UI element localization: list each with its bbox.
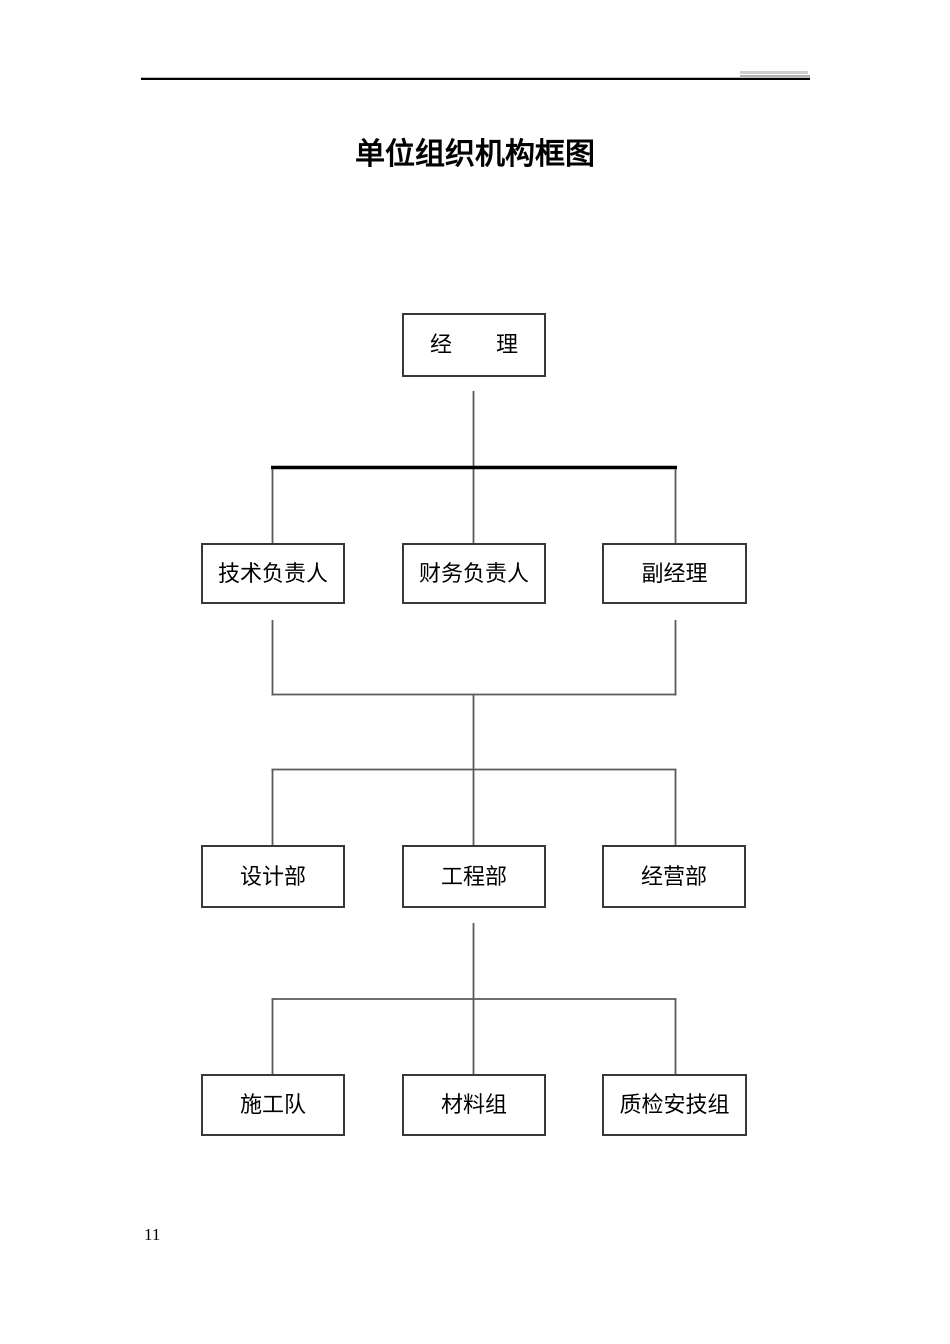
org-node-manager: 经 理 [402,313,546,377]
org-node-materials-group: 材料组 [402,1074,546,1136]
org-node-construction-team: 施工队 [201,1074,345,1136]
header-placeholder-bar-bottom [740,75,810,78]
org-node-operations-dept: 经营部 [602,845,746,908]
org-node-engineering-dept: 工程部 [402,845,546,908]
page-number: 11 [144,1225,161,1244]
org-node-quality-safety-group: 质检安技组 [602,1074,747,1136]
org-node-finance-director: 财务负责人 [402,543,546,604]
header-placeholder-bar-top [740,71,808,74]
header-rule [141,77,810,80]
org-node-tech-director: 技术负责人 [201,543,345,604]
page-title: 单位组织机构框图 [355,138,595,171]
org-node-design-dept: 设计部 [201,845,345,908]
org-node-deputy-manager: 副经理 [602,543,747,604]
